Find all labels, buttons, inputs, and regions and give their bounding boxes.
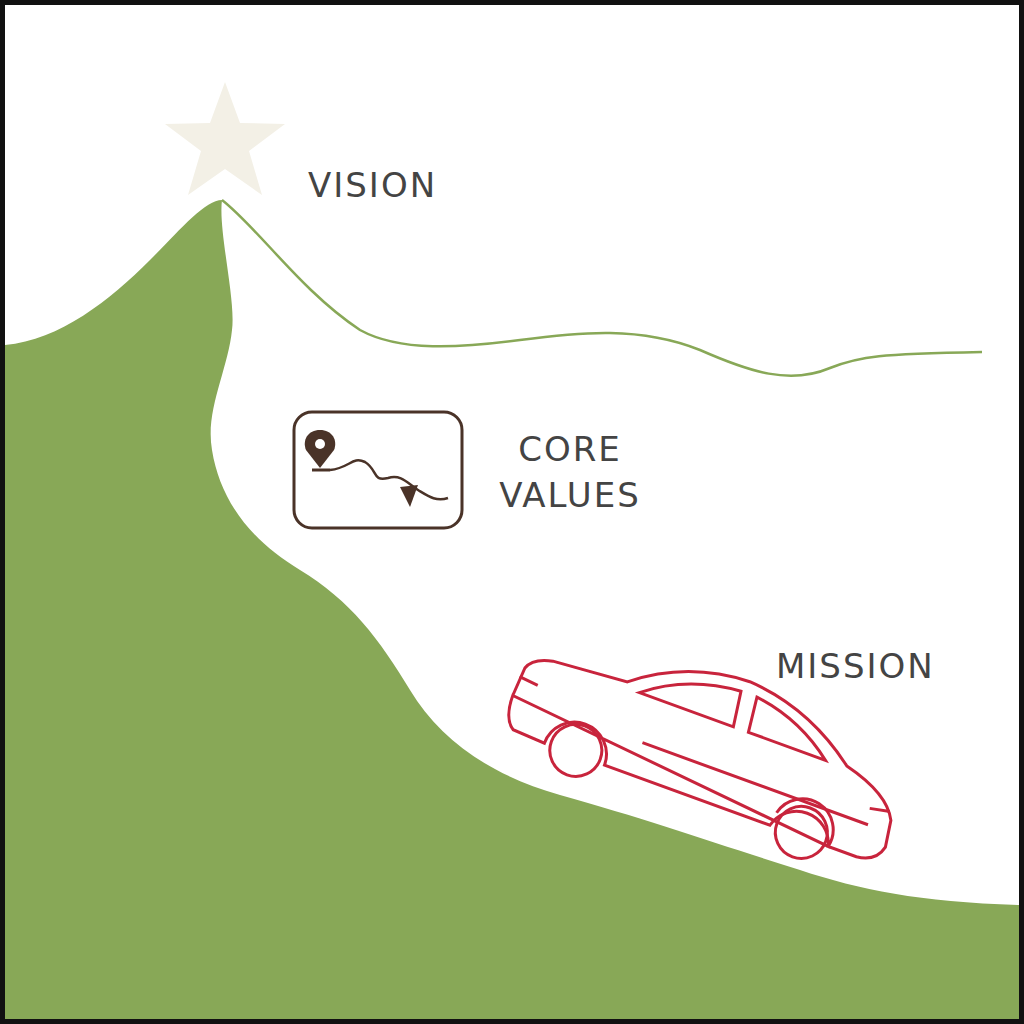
core-values-label: CORE VALUES (480, 426, 660, 518)
star (165, 82, 285, 195)
horizon-line (222, 200, 982, 376)
mountain (5, 200, 1019, 1019)
frame (3, 3, 1022, 1022)
map-icon (294, 412, 462, 528)
mission-label: MISSION (776, 643, 996, 689)
vision-label: VISION (308, 162, 568, 208)
